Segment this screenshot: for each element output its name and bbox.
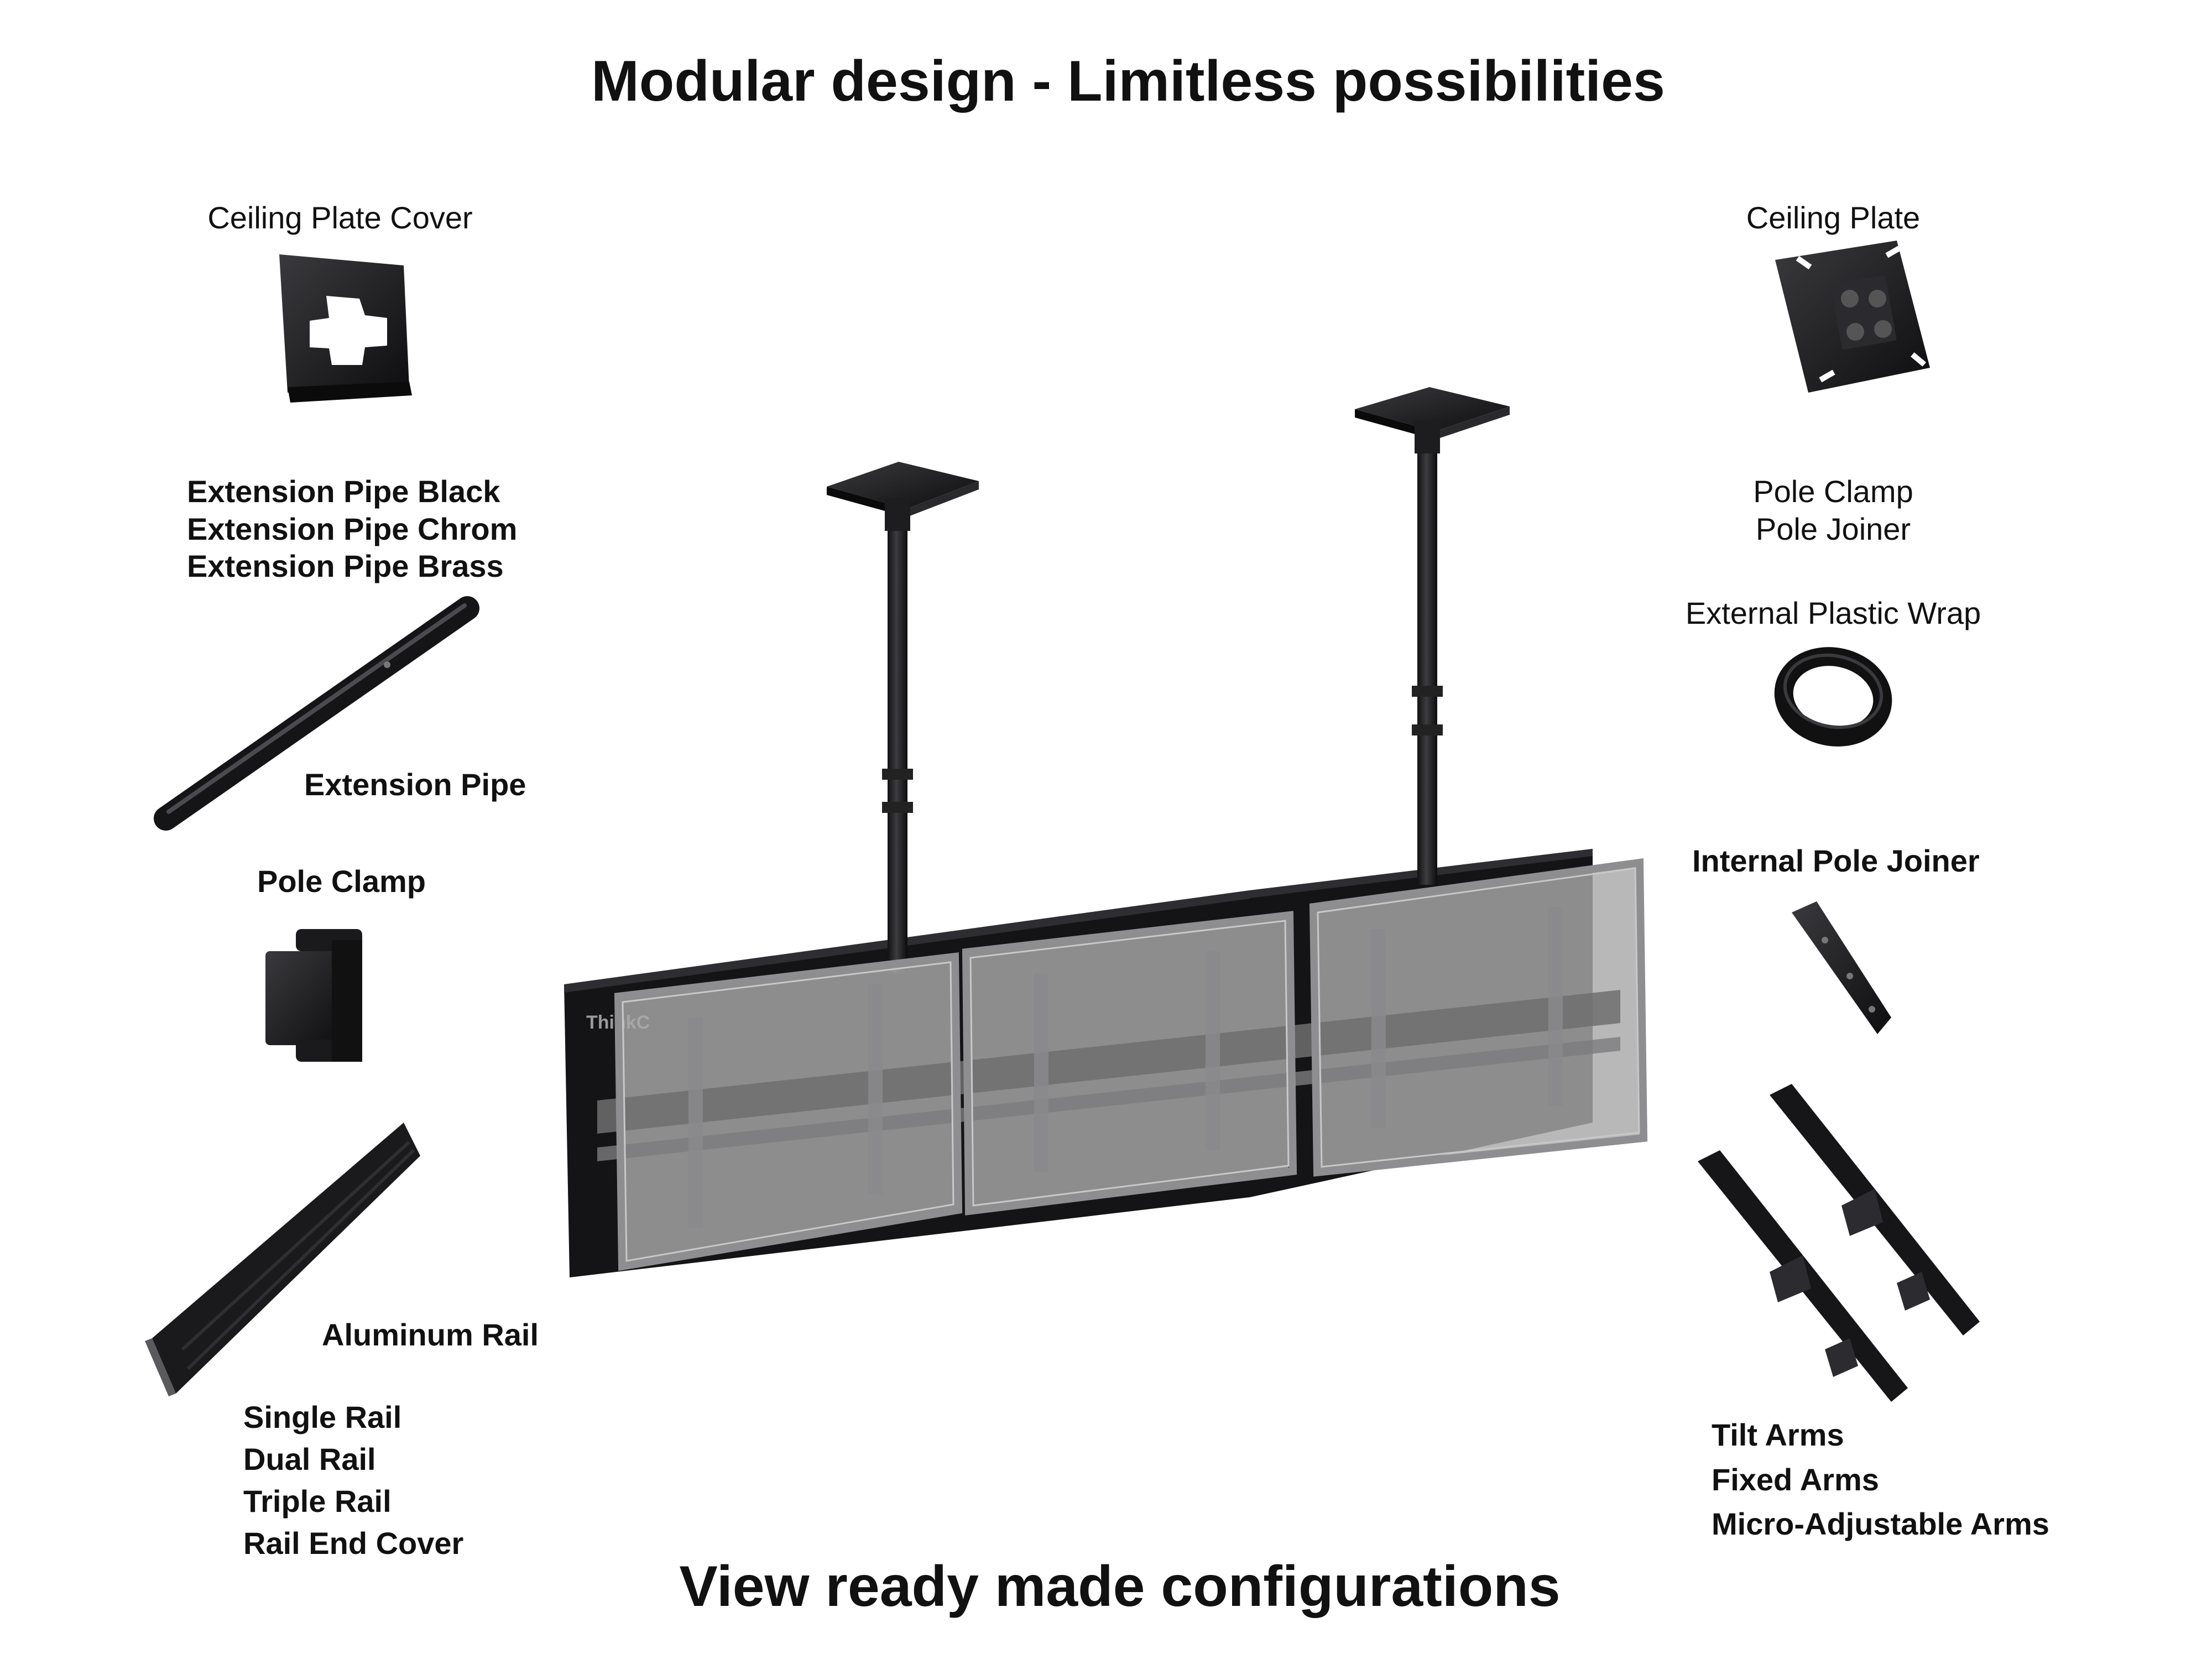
- aluminum-rail-icon: [145, 1123, 420, 1396]
- dual-rail: Dual Rail: [243, 1442, 376, 1477]
- fixed-arms: Fixed Arms: [1712, 1462, 1879, 1497]
- micro-adjustable-arms: Micro-Adjustable Arms: [1712, 1506, 2049, 1542]
- page-title: Modular design - Limitless possibilities: [591, 49, 1665, 113]
- label-ceiling-plate-cover: Ceiling Plate Cover: [207, 200, 473, 235]
- extension-pipe-brass: Extension Pipe Brass: [187, 548, 504, 583]
- arm-variants: Tilt Arms Fixed Arms Micro-Adjustable Ar…: [1712, 1413, 2049, 1547]
- view-configurations-link[interactable]: View ready made configurations: [679, 1554, 1561, 1619]
- label-pole-clamp-left: Pole Clamp: [257, 864, 426, 899]
- pole-joiner: Pole Joiner: [1755, 512, 1911, 547]
- ceiling-plate-icon: [1775, 241, 1930, 393]
- rail-end-cover: Rail End Cover: [243, 1526, 464, 1561]
- ceiling-plate-cover-icon: [279, 254, 412, 403]
- label-internal-pole-joiner: Internal Pole Joiner: [1692, 843, 1980, 878]
- triple-rail: Triple Rail: [243, 1484, 392, 1519]
- mounting-arms-icon: [1698, 1084, 1980, 1402]
- label-external-plastic-wrap: External Plastic Wrap: [1685, 596, 1981, 630]
- internal-pole-joiner-icon: [1792, 901, 1891, 1034]
- label-ceiling-plate: Ceiling Plate: [1746, 200, 1921, 235]
- rail-variants: Single Rail Dual Rail Triple Rail Rail E…: [243, 1396, 463, 1565]
- tilt-arms: Tilt Arms: [1712, 1417, 1844, 1452]
- external-plastic-wrap-icon: [1774, 647, 1892, 747]
- label-extension-pipe: Extension Pipe: [304, 767, 526, 802]
- extension-pipe-chrom: Extension Pipe Chrom: [187, 512, 518, 547]
- pole-clamp-joiner: Pole Clamp Pole Joiner: [1753, 473, 1913, 549]
- extension-pipe-variants: Extension Pipe Black Extension Pipe Chro…: [187, 473, 517, 585]
- extension-pipe-icon: [154, 596, 479, 831]
- extension-pipe-black: Extension Pipe Black: [187, 474, 500, 509]
- pole-clamp-icon: [265, 929, 362, 1062]
- video-wall-assembly-icon: ThinkC: [564, 387, 1648, 1277]
- single-rail: Single Rail: [243, 1400, 402, 1434]
- label-aluminum-rail: Aluminum Rail: [322, 1317, 539, 1352]
- pole-clamp-right: Pole Clamp: [1753, 474, 1913, 509]
